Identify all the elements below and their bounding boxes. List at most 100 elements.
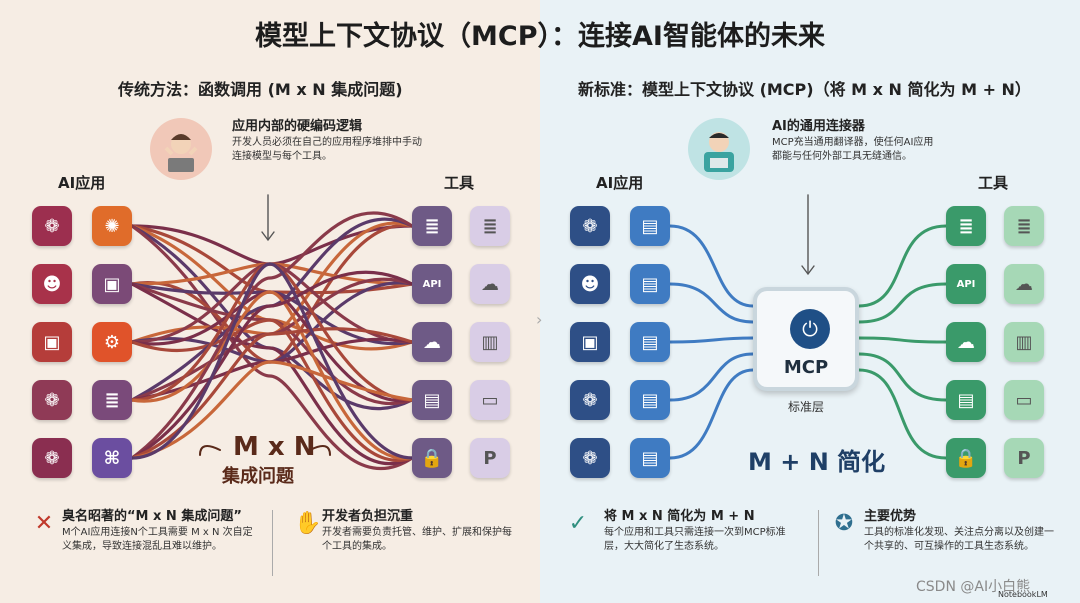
robot-icon: ▣ bbox=[92, 264, 132, 304]
brain-icon: ❁ bbox=[32, 438, 72, 478]
mcp-tool-wire bbox=[857, 352, 948, 402]
left-tool2-glyph: ☁ bbox=[481, 273, 499, 295]
mcp-app-wire bbox=[668, 368, 755, 460]
card-icon: ▭ bbox=[1004, 380, 1044, 420]
database-icon: ≣ bbox=[92, 380, 132, 420]
left-app-glyph: ❁ bbox=[44, 215, 60, 237]
left-tool-glyph: ▤ bbox=[423, 389, 441, 411]
openai-icon: ✺ bbox=[92, 206, 132, 246]
left-app2-glyph: ⚙ bbox=[103, 331, 121, 353]
cloud-icon: ☁ bbox=[470, 264, 510, 304]
left-tool2-glyph: ▭ bbox=[481, 389, 499, 411]
check-icon: ✓ bbox=[568, 511, 588, 536]
brain-icon: ❁ bbox=[570, 438, 610, 478]
right-app2-glyph: ▤ bbox=[641, 389, 659, 411]
paypal-icon: P bbox=[470, 438, 510, 478]
database-icon: ≣ bbox=[1004, 206, 1044, 246]
right-tool2-glyph: ▭ bbox=[1015, 389, 1033, 411]
mcp-tool-wire bbox=[857, 368, 948, 460]
left-tool2-glyph: ≣ bbox=[482, 215, 498, 237]
left-tool-glyph: ≣ bbox=[424, 215, 440, 237]
gear-icon: ⚙ bbox=[92, 322, 132, 362]
right-app-glyph: ❁ bbox=[582, 215, 598, 237]
left-tool-glyph: ☁ bbox=[423, 331, 441, 353]
mcp-standard-layer: ⏻ MCP bbox=[753, 287, 859, 391]
left-bottom-2: 开发者负担沉重 开发者需要负责托管、维护、扩展和保护每个工具的集成。 bbox=[322, 510, 512, 554]
brain-icon: ❁ bbox=[570, 380, 610, 420]
right-bottom-1: 将 M x N 简化为 M + N 每个应用和工具只需连接一次到MCP标准层，大… bbox=[604, 510, 804, 554]
paypal-icon: P bbox=[1004, 438, 1044, 478]
scroll-icon: ▥ bbox=[470, 322, 510, 362]
tangled-wire bbox=[130, 318, 414, 462]
mcp-sublabel: 标准层 bbox=[787, 400, 824, 414]
brain-icon: ❁ bbox=[32, 380, 72, 420]
document-icon: ▤ bbox=[412, 380, 452, 420]
left-bottom-1: 臭名昭著的“M x N 集成问题” M个AI应用连接N个工具需要 M x N 次… bbox=[62, 510, 262, 554]
cloud-icon: ☁ bbox=[1004, 264, 1044, 304]
document-icon: ▤ bbox=[630, 206, 670, 246]
right-tools-label: 工具 bbox=[978, 174, 1009, 192]
badge-icon: ✪ bbox=[834, 511, 854, 536]
document-icon: ▤ bbox=[630, 264, 670, 304]
python-icon: ⌘ bbox=[92, 438, 132, 478]
database-icon: ≣ bbox=[946, 206, 986, 246]
divider bbox=[818, 510, 819, 576]
card-icon: ▭ bbox=[470, 380, 510, 420]
right-callout-text: MCP充当通用翻译器，使任何AI应用都能与任何外部工具无缝通信。 bbox=[772, 137, 934, 162]
right-app-glyph: ▣ bbox=[581, 331, 599, 353]
main-title: 模型上下文协议（MCP）：连接AI智能体的未来 bbox=[255, 21, 825, 52]
chevron-right-icon: › bbox=[536, 310, 543, 329]
mcp-tool-wire bbox=[857, 282, 948, 324]
tangled-wire bbox=[130, 360, 414, 460]
m-plus-n-label: M + N 简化 bbox=[748, 448, 886, 476]
right-tool2-glyph: ▥ bbox=[1015, 331, 1033, 353]
tangled-wire bbox=[130, 224, 414, 266]
right-app2-glyph: ▤ bbox=[641, 447, 659, 469]
scroll-icon: ▥ bbox=[1004, 322, 1044, 362]
robot-icon: ▣ bbox=[570, 322, 610, 362]
database-icon: ≣ bbox=[412, 206, 452, 246]
right-app-glyph: ❁ bbox=[582, 389, 598, 411]
mcp-app-wire bbox=[668, 336, 755, 344]
right-subtitle: 新标准：模型上下文协议 (MCP)（将 M x N 简化为 M + N） bbox=[578, 80, 1031, 99]
brain-icon: ❁ bbox=[32, 206, 72, 246]
right-apps-label: AI应用 bbox=[596, 174, 644, 192]
mcp-app-wire bbox=[668, 282, 755, 324]
left-app-glyph: ☻ bbox=[42, 273, 62, 295]
mcp-tool-wire bbox=[857, 336, 948, 344]
right-tool-glyph: ☁ bbox=[957, 331, 975, 353]
left-callout-title: 应用内部的硬编码逻辑 bbox=[232, 119, 363, 134]
left-app-glyph: ❁ bbox=[44, 447, 60, 469]
right-tool-glyph: ≣ bbox=[958, 215, 974, 237]
watermark: CSDN @AI小白熊 bbox=[916, 579, 1031, 595]
right-bottom-1-text: 每个应用和工具只需连接一次到MCP标准层，大大简化了生态系统。 bbox=[604, 527, 786, 552]
right-bottom-2: 主要优势 工具的标准化发现、关注点分离以及创建一个共享的、可互操作的工具生态系统… bbox=[864, 510, 1054, 554]
right-bottom-2-title: 主要优势 bbox=[864, 509, 917, 524]
left-app-glyph: ▣ bbox=[43, 331, 61, 353]
right-callout-title: AI的通用连接器 bbox=[772, 119, 865, 134]
left-tool-glyph: API bbox=[422, 278, 442, 290]
right-tool2-glyph: P bbox=[1017, 447, 1031, 469]
mcp-label: MCP bbox=[783, 357, 829, 378]
document-icon: ▤ bbox=[630, 438, 670, 478]
api-icon: API bbox=[412, 264, 452, 304]
callout-arrowhead bbox=[261, 231, 275, 242]
database-icon: ≣ bbox=[470, 206, 510, 246]
mxn-label: M x N bbox=[233, 432, 316, 462]
left-callout: 应用内部的硬编码逻辑 开发人员必须在自己的应用程序堆排中手动连接模型与每个工具。 bbox=[232, 120, 422, 164]
left-app2-glyph: ≣ bbox=[104, 389, 120, 411]
right-bottom-1-title: 将 M x N 简化为 M + N bbox=[604, 509, 755, 524]
right-tool2-glyph: ≣ bbox=[1016, 215, 1032, 237]
mcp-app-wire bbox=[668, 224, 755, 308]
cloud-icon: ☁ bbox=[946, 322, 986, 362]
curve-arrow bbox=[199, 445, 221, 456]
notebooklm-label: NotebookLM bbox=[998, 590, 1048, 599]
tangled-wire bbox=[130, 262, 414, 460]
left-bottom-2-text: 开发者需要负责托管、维护、扩展和保护每个工具的集成。 bbox=[322, 527, 512, 552]
right-app-glyph: ☻ bbox=[580, 273, 600, 295]
curve-arrow bbox=[309, 445, 331, 456]
brain-icon: ❁ bbox=[570, 206, 610, 246]
left-tool-glyph: 🔒 bbox=[420, 447, 444, 469]
right-app2-glyph: ▤ bbox=[641, 331, 659, 353]
right-tool-glyph: 🔒 bbox=[954, 447, 978, 469]
